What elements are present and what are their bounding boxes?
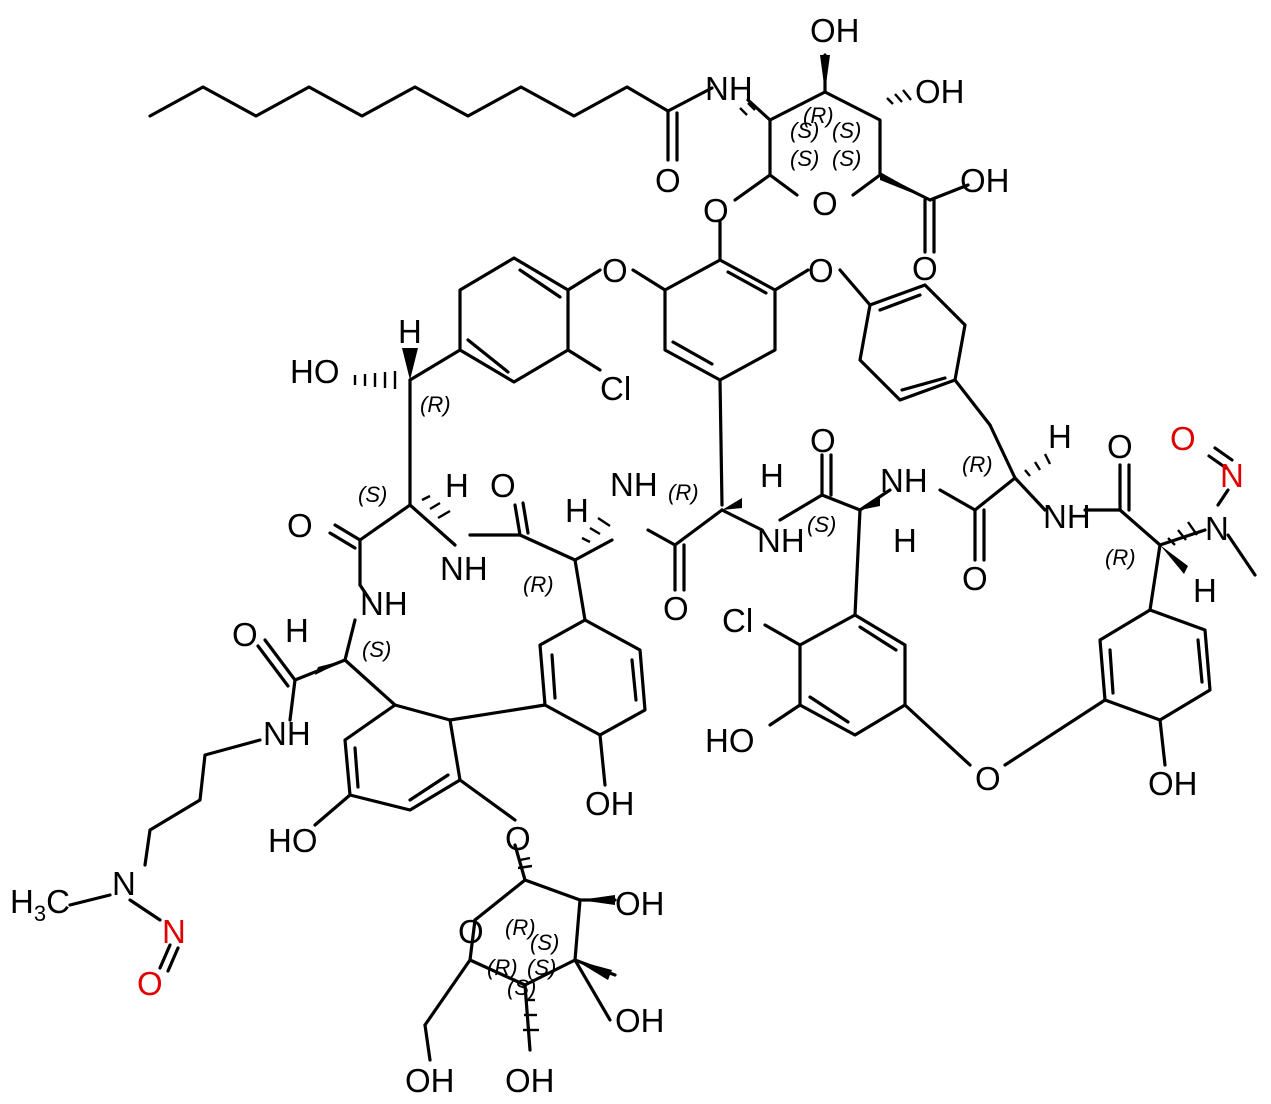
atom-o-carbonyl1: O (287, 507, 313, 544)
atom-o-mannose-ring: O (458, 913, 484, 950)
stereo-man-s1: (S) (530, 930, 559, 955)
atom-oh-man1: OH (615, 885, 665, 922)
atom-o-carbonyl2: O (490, 467, 516, 504)
atom-o-ether-bottom: O (975, 760, 1001, 797)
atom-o-carbonyl8: O (232, 616, 258, 653)
stereo-gluc-s1: (S) (790, 118, 819, 143)
atom-ho-left-ring: HO (268, 822, 318, 859)
stereo-alpha-s: (S) (358, 482, 387, 507)
atom-o-nitroso-right: O (1170, 420, 1196, 457)
atom-labels: NH OH OH O OH O O O O O HO H Cl H O O H … (10, 12, 1244, 1099)
atom-nh-7: NH (263, 715, 311, 752)
atom-h-s2: H (893, 522, 917, 559)
atom-cl-upper: Cl (600, 370, 631, 407)
atom-oh-biaryl: OH (585, 785, 635, 822)
atom-o-carbonyl3: O (663, 590, 689, 627)
atom-nh-1: NH (610, 466, 658, 503)
stereo-man-s2: (S) (527, 955, 556, 980)
atom-o-carbonyl6: O (1107, 428, 1133, 465)
atom-o-ether-left: O (602, 252, 628, 289)
atom-n-methyl-right: N (1205, 510, 1229, 547)
stereo-man-s3: (S) (507, 975, 536, 1000)
atom-h-r3: H (1048, 418, 1072, 455)
atom-oh-top1: OH (810, 12, 860, 49)
atom-o-acid: O (912, 250, 938, 287)
atom-n-left: N (112, 865, 136, 902)
bond-network (68, 53, 1257, 1062)
stereo-aa4-s: (S) (807, 512, 836, 537)
atom-h-s1: H (445, 467, 469, 504)
atom-h-beta: H (398, 313, 422, 350)
atom-o-nitroso-left: O (137, 965, 163, 1002)
stereo-gluc-s4: (S) (832, 146, 861, 171)
atom-cl-lower: Cl (722, 602, 753, 639)
atom-nh-4: NH (757, 522, 805, 559)
stereo-man-r2: (R) (487, 955, 518, 980)
atom-ho-ring-mid: HO (705, 722, 755, 759)
stereo-gluc-s3: (S) (790, 146, 819, 171)
stereo-aa5-r: (R) (962, 452, 993, 477)
stereo-gluc-r: (R) (803, 103, 834, 128)
atom-n-nitroso-right: N (1220, 457, 1244, 494)
stereo-descriptors: (R) (S) (S) (S) (S) (R) (S) (R) (R) (S) … (358, 103, 1136, 1000)
atom-oh-top2: OH (915, 73, 965, 110)
atom-nh-2: NH (440, 550, 488, 587)
stereo-aa2-r: (R) (523, 572, 554, 597)
atom-h-r1: H (565, 492, 589, 529)
atom-oh-acid: OH (960, 162, 1010, 199)
atom-o-carbonyl5: O (962, 560, 988, 597)
atom-oh-man4: OH (405, 1062, 455, 1099)
atom-h-r2: H (760, 457, 784, 494)
atom-nh-acyl: NH (705, 70, 753, 107)
stereo-man-r1: (R) (505, 915, 536, 940)
atom-o-gluc-link: O (703, 192, 729, 229)
atom-oh-man2: OH (615, 1002, 665, 1039)
atom-nh-5: NH (1043, 498, 1091, 535)
atom-nh-3: NH (880, 462, 928, 499)
atom-oh-right-ring: OH (1148, 765, 1198, 802)
atom-h-s3: H (285, 612, 309, 649)
atom-o-gluc-ring: O (812, 185, 838, 222)
stereo-aa3-r: (R) (668, 480, 699, 505)
atom-o-ether-right: O (808, 252, 834, 289)
atom-o-amide-top: O (655, 162, 681, 199)
stereo-gluc-s2: (S) (832, 118, 861, 143)
atom-o-carbonyl4: O (810, 422, 836, 459)
atom-n-nitroso-left: N (162, 913, 186, 950)
atom-h3c: H3C (10, 883, 70, 926)
stereo-aa1-s: (S) (362, 637, 391, 662)
stereo-beta-r: (R) (420, 392, 451, 417)
stereo-aa6-r: (R) (1105, 545, 1136, 570)
atom-ho-beta: HO (290, 353, 340, 390)
atom-h-r4: H (1193, 572, 1217, 609)
atom-nh-6: NH (360, 585, 408, 622)
atom-o-mannose-link: O (505, 820, 531, 857)
atom-oh-man3: OH (505, 1062, 555, 1099)
